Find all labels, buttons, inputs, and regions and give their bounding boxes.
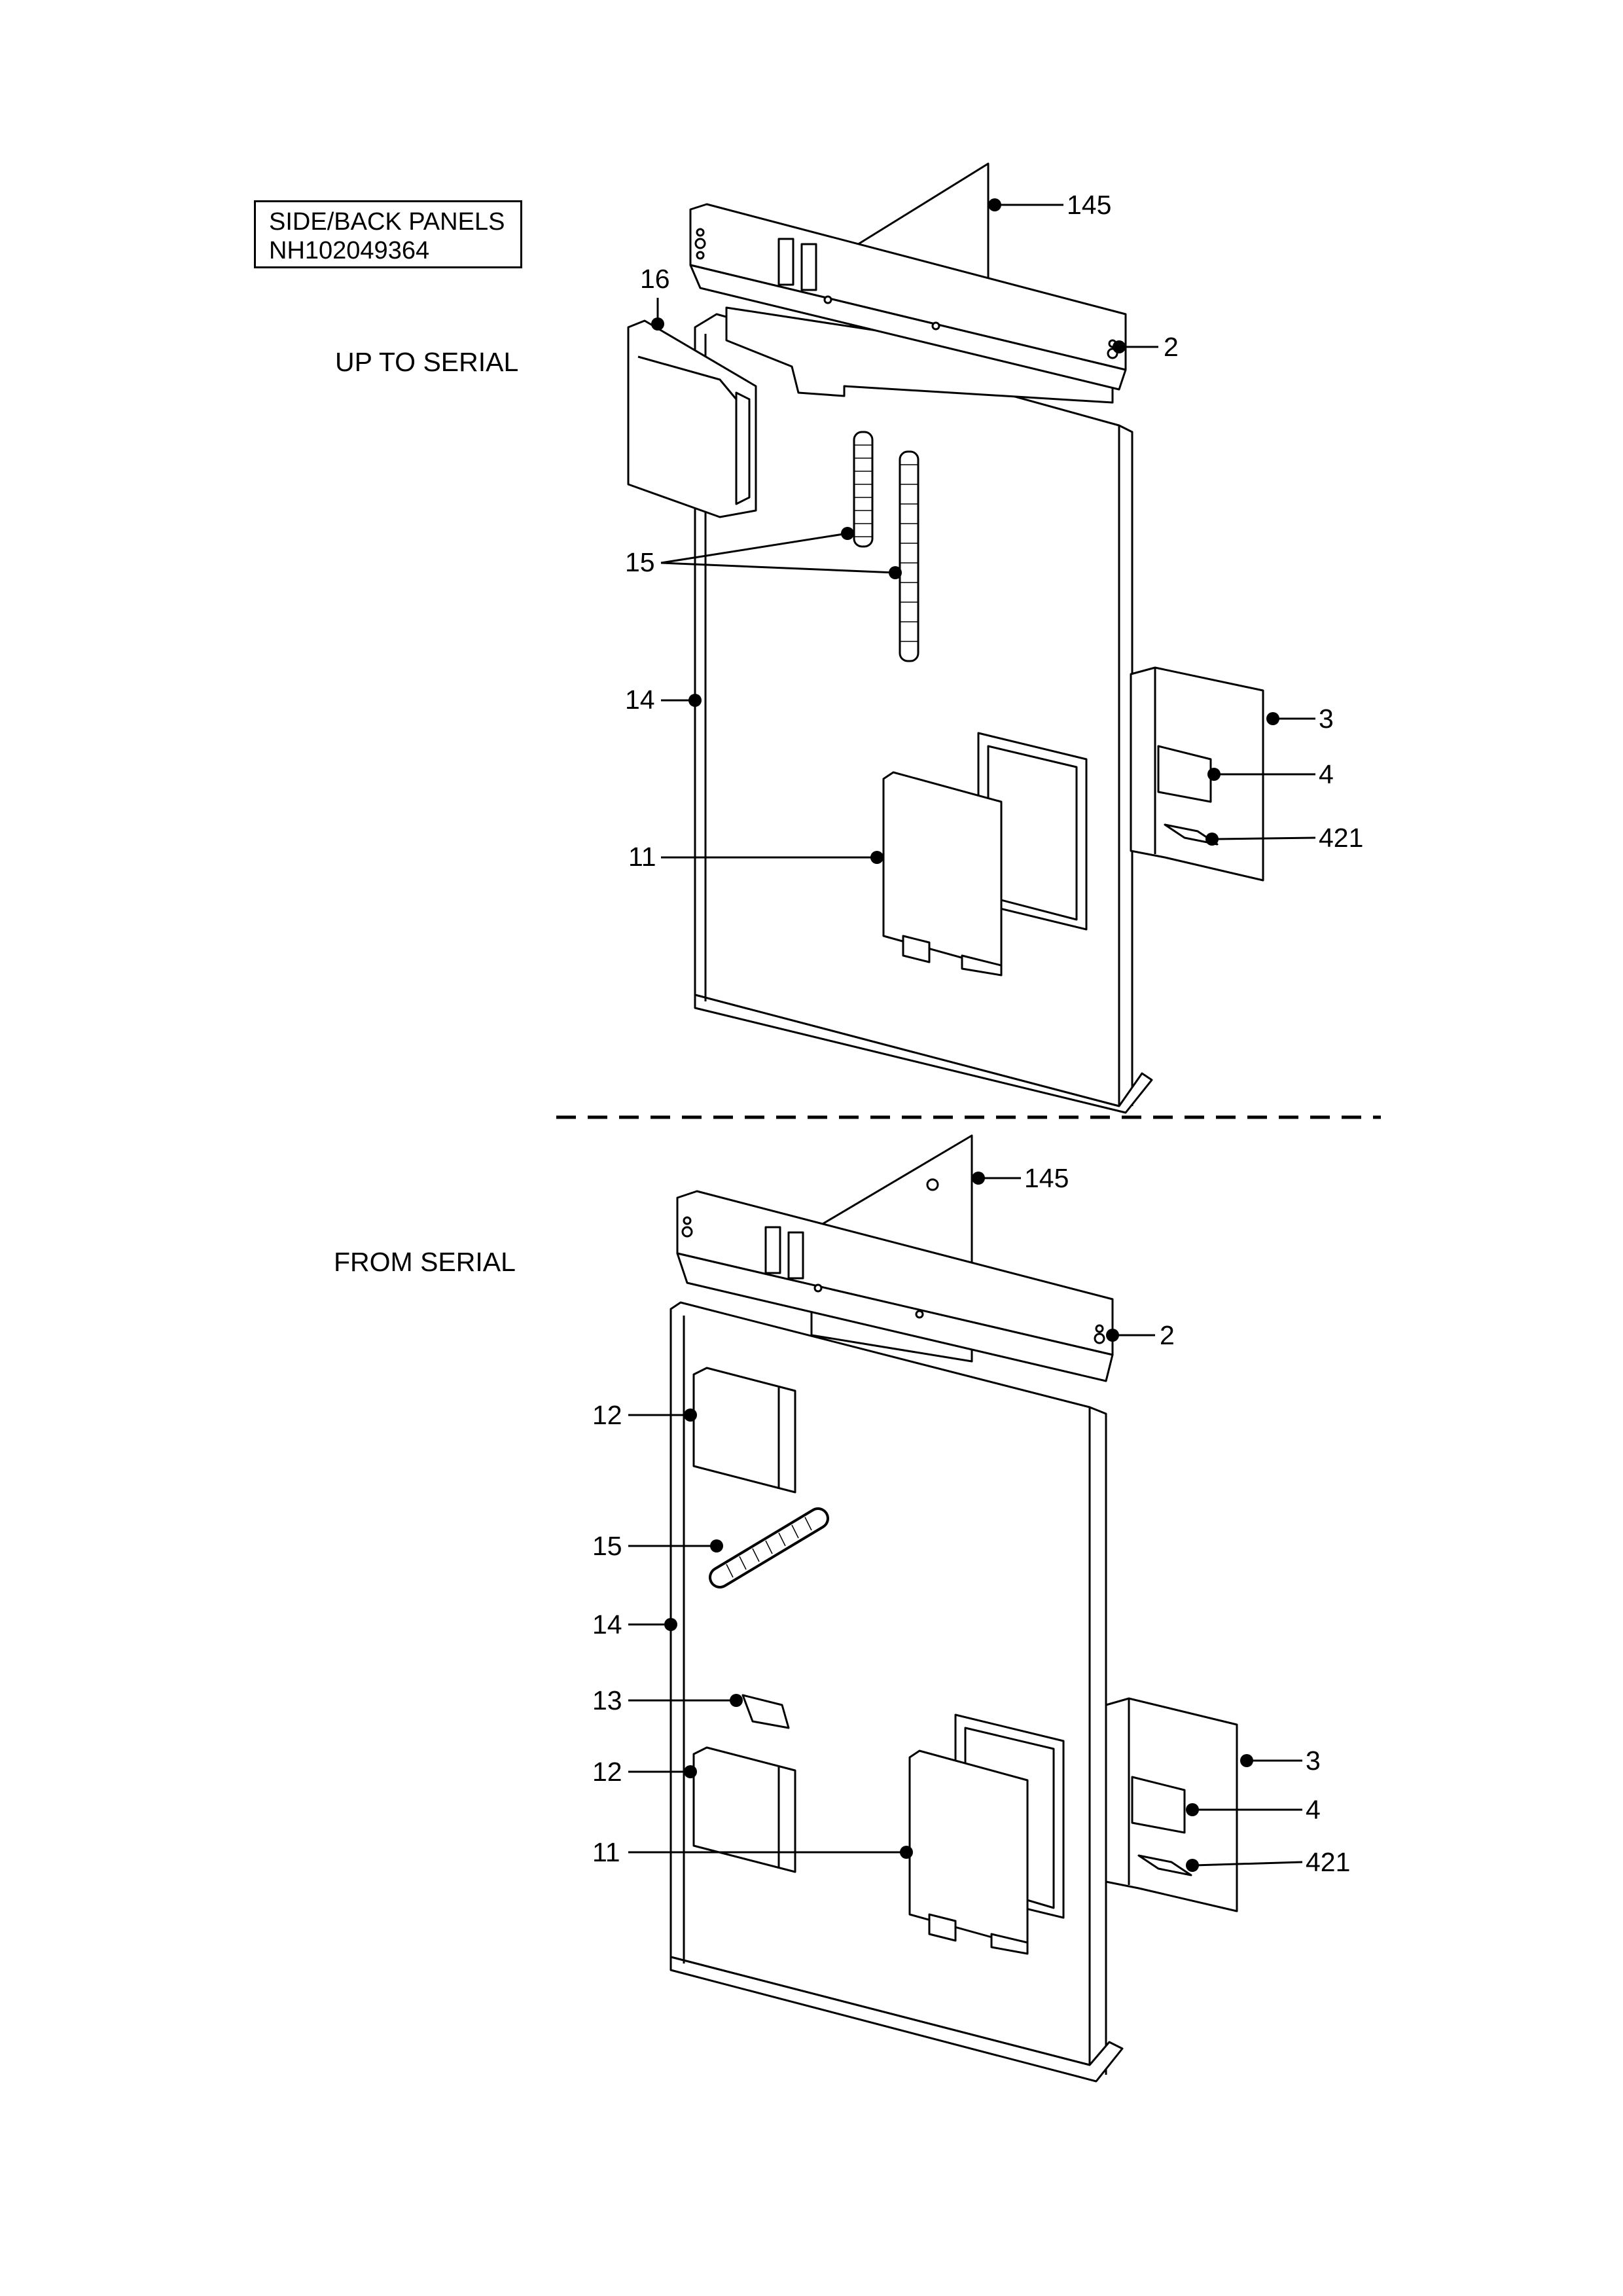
assembly-from-serial: [669, 1134, 1238, 2083]
assembly-up-to-serial: [627, 162, 1264, 1114]
callout-13: 13: [592, 1685, 622, 1715]
part-12-bracket-lower: [692, 1746, 796, 1873]
part-14-side-panel: [694, 313, 1120, 1107]
rail-slot-2: [800, 243, 817, 291]
title-line-1: SIDE/BACK PANELS: [269, 208, 505, 236]
callout-3: 3: [1319, 704, 1334, 734]
callout-16: 16: [640, 264, 670, 294]
callout-12: 12: [592, 1757, 622, 1787]
part-15-hose-long: [899, 450, 919, 662]
part-4-terminal: [1131, 1776, 1186, 1834]
part-2-rail-lip: [689, 264, 1127, 391]
section-label-from-serial: FROM SERIAL: [334, 1247, 516, 1277]
callout-14: 14: [592, 1609, 622, 1640]
callout-421: 421: [1319, 823, 1363, 853]
callout-15: 15: [625, 547, 655, 577]
callout-3: 3: [1306, 1746, 1321, 1776]
callout-145: 145: [1067, 190, 1111, 220]
part-2-top-rail: [689, 203, 1127, 371]
part-11-module: [882, 771, 1003, 970]
section-label-up-to-serial: UP TO SERIAL: [335, 347, 519, 377]
callout-2: 2: [1160, 1320, 1175, 1350]
part-12-bracket-upper: [692, 1367, 796, 1494]
title-line-2: NH102049364: [269, 237, 430, 264]
callout-2: 2: [1164, 332, 1179, 362]
callout-12: 12: [592, 1400, 622, 1430]
part-4-terminal: [1157, 745, 1212, 803]
callout-15: 15: [592, 1531, 622, 1561]
callout-4: 4: [1319, 759, 1334, 789]
part-16-bracket: [627, 319, 757, 518]
rail-slot-1: [777, 238, 794, 286]
callout-145: 145: [1024, 1163, 1069, 1193]
callout-4: 4: [1306, 1795, 1321, 1825]
callout-421: 421: [1306, 1847, 1350, 1877]
part-14-bottom-flange: [694, 994, 1153, 1114]
part-2-rail-lip: [676, 1252, 1114, 1382]
part-15-hose-short: [853, 431, 874, 548]
part-13-clip: [741, 1694, 790, 1729]
part-11-module: [908, 1749, 1029, 1948]
callout-14: 14: [625, 685, 655, 715]
part-421-connector: [1137, 1854, 1192, 1876]
part-421-connector: [1164, 823, 1219, 846]
part-14-bottom-flange: [669, 1956, 1124, 2083]
title-box: SIDE/BACK PANELS NH102049364: [254, 200, 522, 268]
callout-11: 11: [592, 1837, 620, 1867]
part-2-top-rail: [676, 1190, 1114, 1356]
callout-11: 11: [628, 842, 656, 872]
